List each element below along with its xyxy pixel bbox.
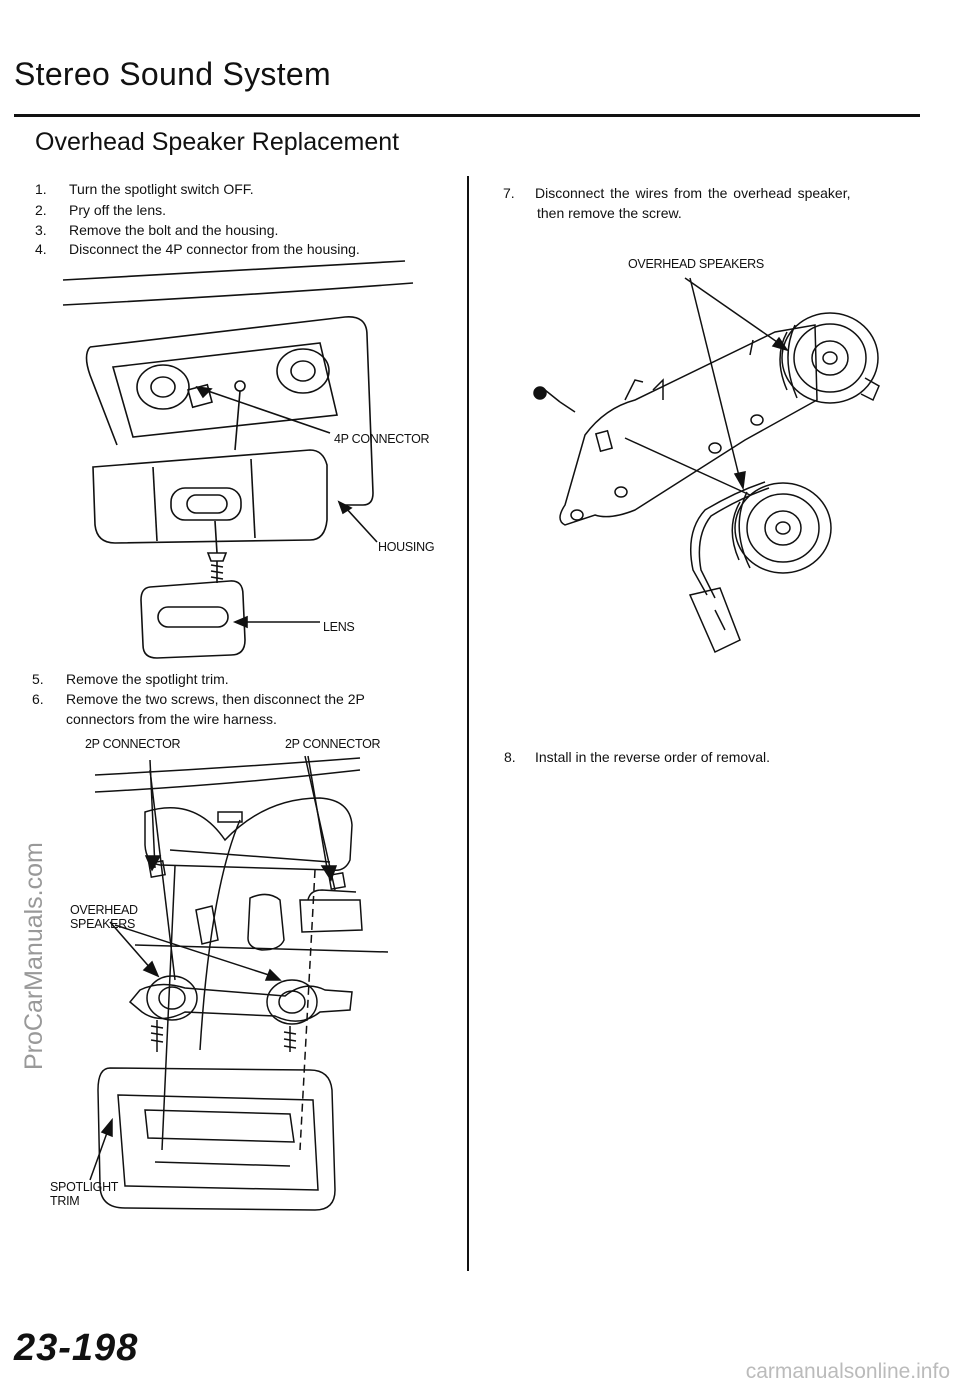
- watermark-side: ProCarManuals.com: [20, 842, 48, 1070]
- housing-label: HOUSING: [378, 540, 435, 554]
- spotlight-trim-label: SPOTLIGHT TRIM: [50, 1180, 118, 1208]
- page-number: 23-198: [14, 1327, 139, 1369]
- page-title: Stereo Sound System: [14, 56, 331, 92]
- overhead-speakers-illustration: [525, 270, 895, 670]
- step-number: 2.: [35, 202, 47, 218]
- step-number: 6.: [32, 691, 44, 707]
- spotlight-trim-line1: SPOTLIGHT: [50, 1180, 119, 1194]
- step-text: Pry off the lens.: [69, 202, 167, 218]
- step-text: Install in the reverse order of removal.: [535, 749, 770, 765]
- step-number: 8.: [504, 749, 516, 765]
- step-text: Disconnect the wires from the overhead s…: [535, 185, 851, 201]
- step-text: Disconnect the 4P connector from the hou…: [69, 241, 360, 257]
- 2p-connector-left-label: 2P CONNECTOR: [85, 737, 181, 751]
- spotlight-trim-illustration: [50, 750, 400, 1220]
- watermark-bottom: carmanualsonline.info: [745, 1360, 950, 1383]
- step-text-continued: then remove the screw.: [537, 205, 682, 221]
- title-rule: [14, 114, 920, 117]
- step-number: 7.: [503, 185, 515, 201]
- spotlight-trim-line2: TRIM: [50, 1194, 80, 1208]
- overhead-speakers-line2: SPEAKERS: [70, 917, 135, 931]
- step-text: Remove the bolt and the housing.: [69, 222, 279, 238]
- step-text: Remove the spotlight trim.: [66, 671, 229, 687]
- step-number: 1.: [35, 181, 47, 197]
- overhead-speakers-label: OVERHEAD SPEAKERS: [70, 903, 138, 931]
- 4p-connector-label: 4P CONNECTOR: [334, 432, 430, 446]
- overhead-speakers-line1: OVERHEAD: [70, 903, 138, 917]
- step-text: Turn the spotlight switch OFF.: [69, 181, 254, 197]
- housing-illustration: [55, 255, 455, 665]
- step-number: 5.: [32, 671, 44, 687]
- column-divider: [467, 176, 469, 1271]
- step-text-continued: connectors from the wire harness.: [66, 711, 277, 727]
- step-number: 4.: [35, 241, 47, 257]
- overhead-speakers-label-right: OVERHEAD SPEAKERS: [628, 257, 764, 271]
- step-text: Remove the two screws, then disconnect t…: [66, 691, 365, 707]
- step-number: 3.: [35, 222, 47, 238]
- section-title: Overhead Speaker Replacement: [35, 128, 400, 156]
- 2p-connector-right-label: 2P CONNECTOR: [285, 737, 381, 751]
- lens-label: LENS: [323, 620, 355, 634]
